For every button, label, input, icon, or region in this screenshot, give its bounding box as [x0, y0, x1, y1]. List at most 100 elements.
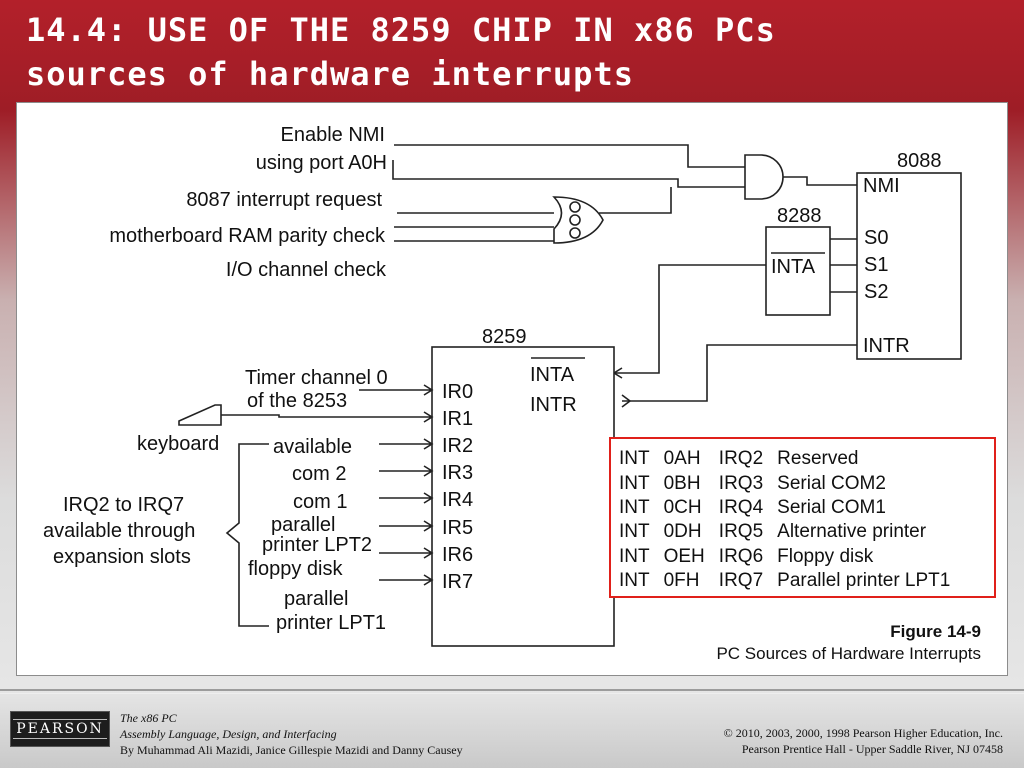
wire-enable-nmi — [394, 144, 745, 168]
cpu-pin-s1: S1 — [864, 254, 888, 276]
label-timer-line1: Timer channel 0 — [245, 367, 388, 389]
interrupt-table-cell: 0BH — [663, 472, 701, 494]
wire-ir3 — [379, 465, 434, 477]
pic-8259-box — [431, 346, 615, 647]
or-gate-bubble-2 — [569, 214, 581, 226]
pearson-logo: PEARSON — [10, 711, 110, 747]
copyright-line-2: Pearson Prentice Hall - Upper Saddle Riv… — [741, 742, 1003, 756]
pic-pin-ir7: IR7 — [442, 571, 473, 593]
interrupt-table-cell: IRQ4 — [718, 496, 764, 518]
label-com1: com 1 — [293, 491, 347, 513]
title-line-1: 14.4: USE OF THE 8259 CHIP IN x86 PCs — [26, 11, 776, 49]
wire-ir1 — [359, 411, 434, 423]
interrupt-table-cell: INT — [619, 496, 650, 518]
bus-controller-name: 8288 — [777, 205, 822, 227]
pic-pin-ir5: IR5 — [442, 517, 473, 539]
pic-pin-inta: INTA — [530, 364, 575, 386]
pic-pin-intr: INTR — [530, 394, 577, 416]
interrupt-table-row: INT 0FH IRQ7 Parallel printer LPT1 — [619, 569, 964, 593]
expansion-note-line1: IRQ2 to IRQ7 — [63, 494, 184, 516]
pic-pin-ir4: IR4 — [442, 489, 473, 511]
intr-arrow — [621, 394, 632, 408]
interrupt-table-cell: IRQ2 — [718, 448, 764, 470]
label-parallel-a1: parallel — [271, 514, 335, 536]
and-gate — [744, 154, 784, 200]
wire-intr — [622, 344, 857, 402]
interrupt-diagram: Enable NMI using port A0H 8087 interrupt… — [43, 124, 962, 647]
caption-text: PC Sources of Hardware Interrupts — [716, 644, 981, 663]
slide-title: 14.4: USE OF THE 8259 CHIP IN x86 PCs so… — [26, 8, 776, 96]
wire-ir0 — [359, 384, 434, 396]
wire-port-a0h — [392, 160, 745, 188]
copyright-notice: © 2010, 2003, 2000, 1998 Pearson Higher … — [724, 725, 1003, 757]
wire-inta — [614, 264, 766, 374]
expansion-note-line3: expansion slots — [53, 546, 191, 568]
interrupt-table-cell: 0AH — [663, 448, 701, 470]
figure-panel: Enable NMI using port A0H 8087 interrupt… — [16, 102, 1008, 676]
pearson-logo-text: PEARSON — [13, 719, 107, 739]
wire-or-to-and — [599, 187, 672, 214]
interrupt-table-cell: IRQ5 — [718, 521, 764, 543]
interrupt-table-cell: INT — [619, 521, 650, 543]
figure-caption: Figure 14-9 PC Sources of Hardware Inter… — [716, 621, 981, 665]
wire-keyboard — [221, 414, 359, 418]
interrupt-table-cell: 0DH — [663, 521, 702, 543]
interrupt-table-cell: Serial COM1 — [777, 496, 886, 518]
label-8087-request: 8087 interrupt request — [186, 189, 382, 211]
interrupt-table-cell: Floppy disk — [777, 545, 874, 567]
title-line-2: sources of hardware interrupts — [26, 55, 634, 93]
interrupt-table-cell: Parallel printer LPT1 — [777, 570, 951, 592]
bus-controller-8288-box — [765, 226, 831, 316]
label-parallel-b2: printer LPT1 — [276, 612, 386, 634]
interrupt-table-cell: INT — [619, 448, 650, 470]
wire-ir6 — [379, 547, 434, 559]
copyright-line-1: © 2010, 2003, 2000, 1998 Pearson Higher … — [723, 726, 1003, 740]
label-ram-parity: motherboard RAM parity check — [109, 225, 386, 247]
wire-ir4 — [379, 492, 434, 504]
ir-input-wires — [359, 384, 434, 586]
cpu-pin-intr: INTR — [863, 335, 910, 357]
interrupt-table-cell: OEH — [663, 545, 705, 567]
wire-ir5 — [379, 520, 434, 532]
interrupt-table-cell: 0FH — [663, 570, 700, 592]
pic-pin-ir0: IR0 — [442, 381, 473, 403]
footer-divider-highlight — [0, 693, 1024, 694]
label-io-check: I/O channel check — [226, 259, 387, 281]
pic-pin-ir2: IR2 — [442, 435, 473, 457]
book-title: The x86 PC — [120, 711, 177, 725]
bus-controller-pin-inta: INTA — [771, 256, 816, 278]
wire-and-to-nmi — [778, 176, 863, 186]
book-subtitle: Assembly Language, Design, and Interfaci… — [120, 727, 337, 741]
label-using-port: using port A0H — [256, 152, 387, 174]
label-parallel-a2: printer LPT2 — [262, 534, 372, 556]
interrupt-table-cell: Alternative printer — [777, 521, 927, 543]
book-authors: By Muhammad Ali Mazidi, Janice Gillespie… — [120, 743, 463, 757]
label-timer-line2: of the 8253 — [247, 390, 347, 412]
interrupt-table-cell: INT — [619, 545, 650, 567]
wire-ir7 — [379, 574, 434, 586]
footer-divider — [0, 689, 1024, 691]
cpu-8088-box — [856, 172, 962, 360]
interrupt-table-cell: INT — [619, 570, 650, 592]
book-info: The x86 PC Assembly Language, Design, an… — [120, 710, 463, 758]
interrupt-table-cell: IRQ6 — [718, 545, 764, 567]
label-keyboard: keyboard — [137, 433, 219, 455]
wire-ir2 — [379, 438, 434, 450]
cpu-pin-s0: S0 — [864, 227, 888, 249]
interrupt-table-row: INT 0DH IRQ5 Alternative printer — [619, 520, 964, 544]
interrupt-table-cell: IRQ3 — [718, 472, 764, 494]
expansion-bracket — [225, 443, 269, 627]
label-available: available — [273, 436, 352, 458]
cpu-name: 8088 — [897, 150, 942, 172]
cpu-pin-nmi: NMI — [863, 175, 900, 197]
label-floppy: floppy disk — [248, 558, 343, 580]
interrupt-table-cell: IRQ7 — [718, 570, 764, 592]
pic-pin-ir1: IR1 — [442, 408, 473, 430]
or-gate-bubble-1 — [569, 201, 581, 213]
keyboard-icon — [178, 404, 222, 426]
